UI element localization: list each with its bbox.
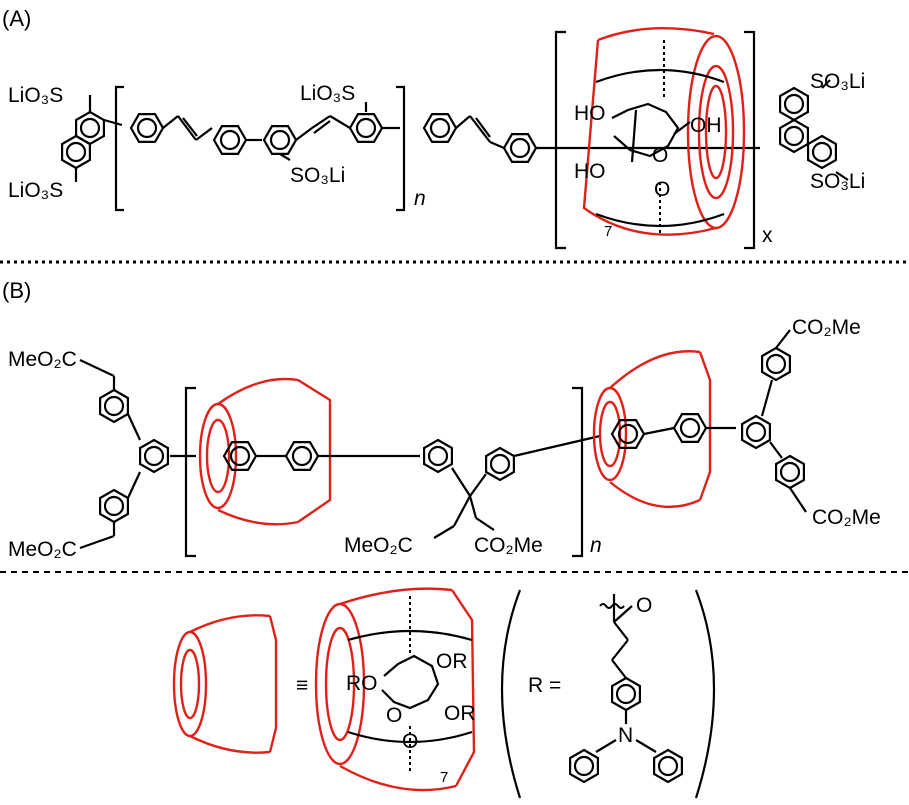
cd-cone-detailed xyxy=(314,587,476,792)
repeat-bracket-close xyxy=(396,85,406,212)
right-sulfonate-top: SO₃Li xyxy=(810,70,865,93)
left-sulfonate-top: LiO₃S xyxy=(8,84,63,107)
ester-left-bottom: MeO₂C xyxy=(8,538,77,561)
fluorene-b xyxy=(423,434,601,539)
panel-b-label: (B) xyxy=(2,278,31,303)
r-equals: R = xyxy=(528,674,561,697)
legend-or-1: OR xyxy=(436,650,468,673)
glucose-unit-a xyxy=(595,40,725,236)
hydroxyl-3: OH xyxy=(690,114,722,137)
naphthalene-left xyxy=(60,95,123,182)
hydroxyl-1: HO xyxy=(574,102,606,125)
ester-right-bottom: CO₂Me xyxy=(812,506,881,529)
cyclodextrin-cone-a xyxy=(582,27,746,236)
ester-right-top: CO₂Me xyxy=(792,316,861,339)
cyclodextrin-cone-b-right xyxy=(592,350,712,509)
repeat-bracket-open-b xyxy=(184,386,196,558)
legend-or-2: OR xyxy=(444,702,476,725)
legend-ring-oxygen: O xyxy=(386,704,402,727)
ester-mid-2: CO₂Me xyxy=(474,534,543,557)
stilbene-endcap xyxy=(422,112,760,163)
left-core-b xyxy=(79,359,196,550)
cd-repeat-x: x xyxy=(762,224,773,247)
ester-left-top: MeO₂C xyxy=(8,348,77,371)
hydroxyl-2: HO xyxy=(574,160,606,183)
legend-ro: RO xyxy=(346,672,378,695)
left-sulfonate-bottom: LiO₃S xyxy=(8,179,63,202)
right-core-b xyxy=(610,329,807,513)
ester-mid-1: MeO₂C xyxy=(344,534,413,557)
amine-nitrogen: N xyxy=(618,724,633,747)
repeat-bracket-close-b xyxy=(572,386,584,558)
ring-oxygen-a: O xyxy=(652,144,668,167)
cd-bracket-open xyxy=(554,30,566,250)
paren-close xyxy=(694,589,716,799)
biphenyl-b xyxy=(222,441,420,471)
unit-sulfonate-top: LiO₃S xyxy=(300,82,355,105)
repeat-n-a: n xyxy=(414,187,426,210)
cyclodextrin-cone-b-left xyxy=(198,377,332,526)
r-substituent xyxy=(568,594,684,784)
legend-glyco-oxygen: O xyxy=(402,730,418,753)
right-sulfonate-bottom: SO₃Li xyxy=(810,170,865,193)
naphthalene-right xyxy=(778,79,849,181)
cd-cone-symbol xyxy=(172,614,278,754)
equivalence-sign: ≡ xyxy=(296,674,308,697)
cd-count-a: 7 xyxy=(604,223,612,240)
cd-bracket-close xyxy=(744,30,756,250)
legend-cd-count: 7 xyxy=(440,769,448,786)
repeat-bracket-open xyxy=(114,85,124,212)
panel-a-label: (A) xyxy=(2,6,31,31)
unit-sulfonate-bottom: SO₃Li xyxy=(290,164,345,187)
paren-open xyxy=(500,589,522,799)
repeat-n-b: n xyxy=(590,534,602,557)
repeat-unit-a xyxy=(129,102,400,161)
glycosidic-oxygen-a: O xyxy=(654,178,670,201)
ketone-oxygen: O xyxy=(636,594,652,617)
